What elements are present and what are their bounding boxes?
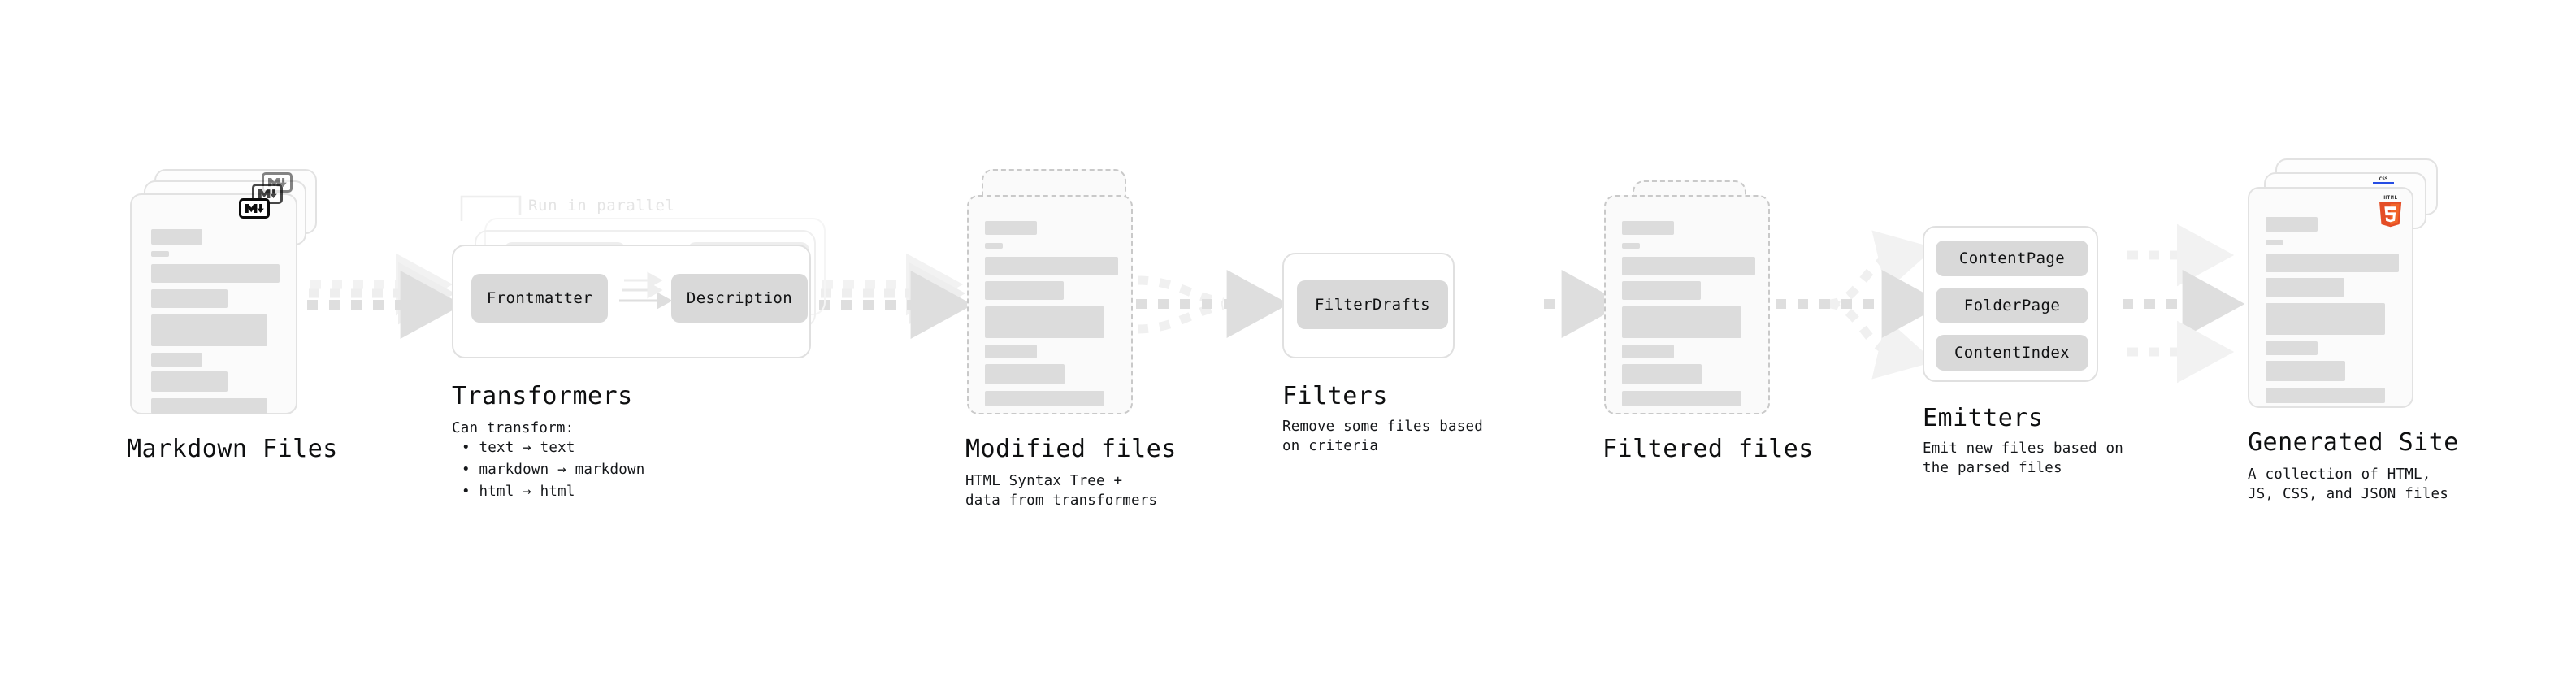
skeleton-line-2: [985, 281, 1064, 300]
transformer-pill-frontmatter[interactable]: Frontmatter: [471, 274, 608, 323]
stage-title-emitters: Emitters: [1923, 404, 2044, 432]
skeleton-subtitle: [1622, 243, 1640, 249]
markdown-card-front: [130, 193, 297, 414]
skeleton-line-3: [985, 306, 1104, 338]
skeleton-line-1: [1622, 257, 1755, 275]
skeleton-line-4: [1622, 345, 1674, 358]
skeleton-line-3: [2266, 303, 2385, 335]
skeleton-line-6: [151, 398, 267, 414]
skeleton-line-4: [151, 353, 202, 367]
svg-text:CSS: CSS: [2379, 176, 2388, 182]
filters-box: FilterDrafts: [1282, 253, 1455, 358]
connector-transformers-to-modified: [819, 253, 974, 339]
skeleton-line-6: [985, 391, 1104, 406]
skeleton-line-3: [1622, 306, 1741, 338]
connector-modified-to-filters: [1136, 270, 1290, 338]
connector-filtered-to-emitters: [1776, 230, 1945, 380]
stage-subtitle-modified-files: HTML Syntax Tree + data from transformer…: [965, 473, 1158, 509]
modified-card-front: [967, 195, 1133, 414]
stage-title-filtered-files: Filtered files: [1602, 435, 1814, 463]
skeleton-line-5: [985, 364, 1065, 384]
svg-text:HTML: HTML: [2383, 195, 2397, 201]
filter-pill-filterdrafts[interactable]: FilterDrafts: [1297, 280, 1448, 329]
skeleton-line-2: [2266, 278, 2344, 297]
skeleton-line-6: [2266, 388, 2385, 403]
skeleton-line-4: [985, 345, 1037, 358]
stage-title-transformers: Transformers: [452, 382, 633, 410]
emitter-pill-contentpage[interactable]: ContentPage: [1936, 241, 2088, 276]
skeleton-subtitle: [2266, 240, 2283, 245]
skeleton-title: [1622, 221, 1674, 235]
run-in-parallel-note: Run in parallel: [528, 197, 675, 215]
skeleton-line-5: [2266, 361, 2345, 381]
skeleton-title: [985, 221, 1037, 235]
skeleton-subtitle: [985, 243, 1003, 249]
skeleton-line-2: [1622, 281, 1701, 300]
stage-title-filters: Filters: [1282, 382, 1388, 410]
stage-title-modified-files: Modified files: [965, 435, 1177, 463]
skeleton-subtitle: [151, 251, 169, 257]
stage-subtitle-filters: Remove some files based on criteria: [1282, 419, 1483, 454]
skeleton-line-2: [151, 289, 228, 308]
transformer-bullet-1-label: text → text: [479, 440, 575, 456]
skeleton-title: [2266, 217, 2318, 232]
connector-markdown-to-transformers: [307, 253, 463, 339]
transformer-bullet-3: • html → html: [462, 484, 575, 500]
skeleton-line-1: [2266, 254, 2399, 272]
skeleton-line-1: [985, 257, 1118, 275]
transformer-bullet-2-label: markdown → markdown: [479, 462, 645, 478]
skeleton-title: [151, 229, 202, 245]
skeleton-line-3: [151, 314, 267, 346]
emitters-box: ContentPage FolderPage ContentIndex: [1923, 226, 2098, 382]
stage-subtitle-emitters: Emit new files based on the parsed files: [1923, 440, 2123, 476]
emitter-pill-folderpage[interactable]: FolderPage: [1936, 288, 2088, 323]
skeleton-line-6: [1622, 391, 1741, 406]
transformers-box: Frontmatter Description: [452, 245, 811, 358]
transformer-bullet-1: • text → text: [462, 440, 575, 456]
filtered-card-front: [1604, 195, 1770, 414]
css3-icon: CSS: [2371, 173, 2396, 184]
skeleton-line-5: [151, 371, 228, 392]
skeleton-line-5: [1622, 364, 1702, 384]
skeleton-line-1: [151, 264, 280, 283]
transformer-bullet-3-label: html → html: [479, 484, 575, 500]
markdown-icon: [239, 198, 270, 219]
stage-title-generated-site: Generated Site: [2248, 428, 2459, 457]
html5-icon: HTML: [2377, 193, 2405, 228]
transformer-pill-description[interactable]: Description: [671, 274, 808, 323]
stage-subtitle-transformers: Can transform:: [452, 420, 575, 436]
stage-subtitle-generated-site: A collection of HTML, JS, CSS, and JSON …: [2248, 466, 2448, 502]
stage-title-markdown-files: Markdown Files: [127, 435, 338, 463]
connector-emitters-to-site: [2123, 223, 2245, 384]
emitter-pill-contentindex[interactable]: ContentIndex: [1936, 335, 2088, 371]
transformer-bullet-2: • markdown → markdown: [462, 462, 645, 478]
skeleton-line-4: [2266, 341, 2318, 355]
